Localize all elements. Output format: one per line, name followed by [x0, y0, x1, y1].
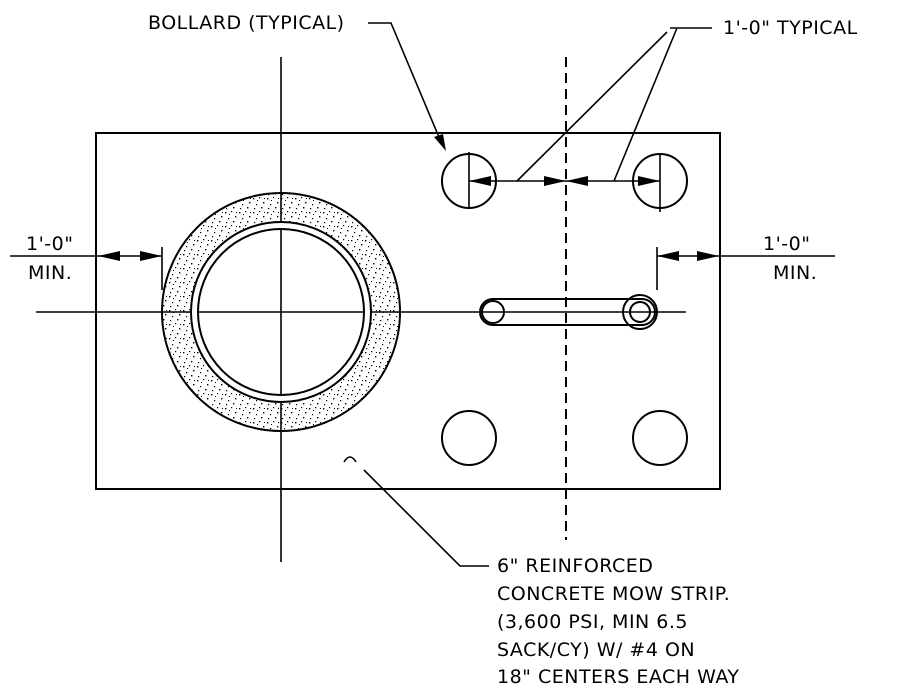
left-min-label: MIN.	[28, 262, 72, 284]
bollard-bottom-left	[441, 410, 497, 466]
right-min-label: MIN.	[773, 262, 817, 284]
left-min-dimension	[10, 247, 163, 290]
typical-spacing-label: 1'-0" TYPICAL	[723, 17, 858, 39]
mow-strip-note-line-2: CONCRETE MOW STRIP.	[497, 583, 730, 605]
right-min-dimension	[656, 247, 835, 290]
typical-dimension	[469, 176, 660, 186]
mow-strip-note-line-3: (3,600 PSI, MIN 6.5	[497, 611, 688, 633]
mow-strip-note-line-5: 18" CENTERS EACH WAY	[497, 666, 740, 684]
mow-strip-slab	[95, 132, 721, 490]
mow-strip-note-line-4: SACK/CY) W/ #4 ON	[497, 639, 695, 661]
left-dim-label: 1'-0"	[26, 233, 74, 255]
bollard-bottom-right	[632, 410, 688, 466]
valve-slot	[479, 294, 658, 330]
bollard-label: BOLLARD (TYPICAL)	[148, 12, 345, 34]
right-dim-label: 1'-0"	[763, 233, 811, 255]
mow-strip-note-line-1: 6" REINFORCED	[497, 555, 653, 577]
